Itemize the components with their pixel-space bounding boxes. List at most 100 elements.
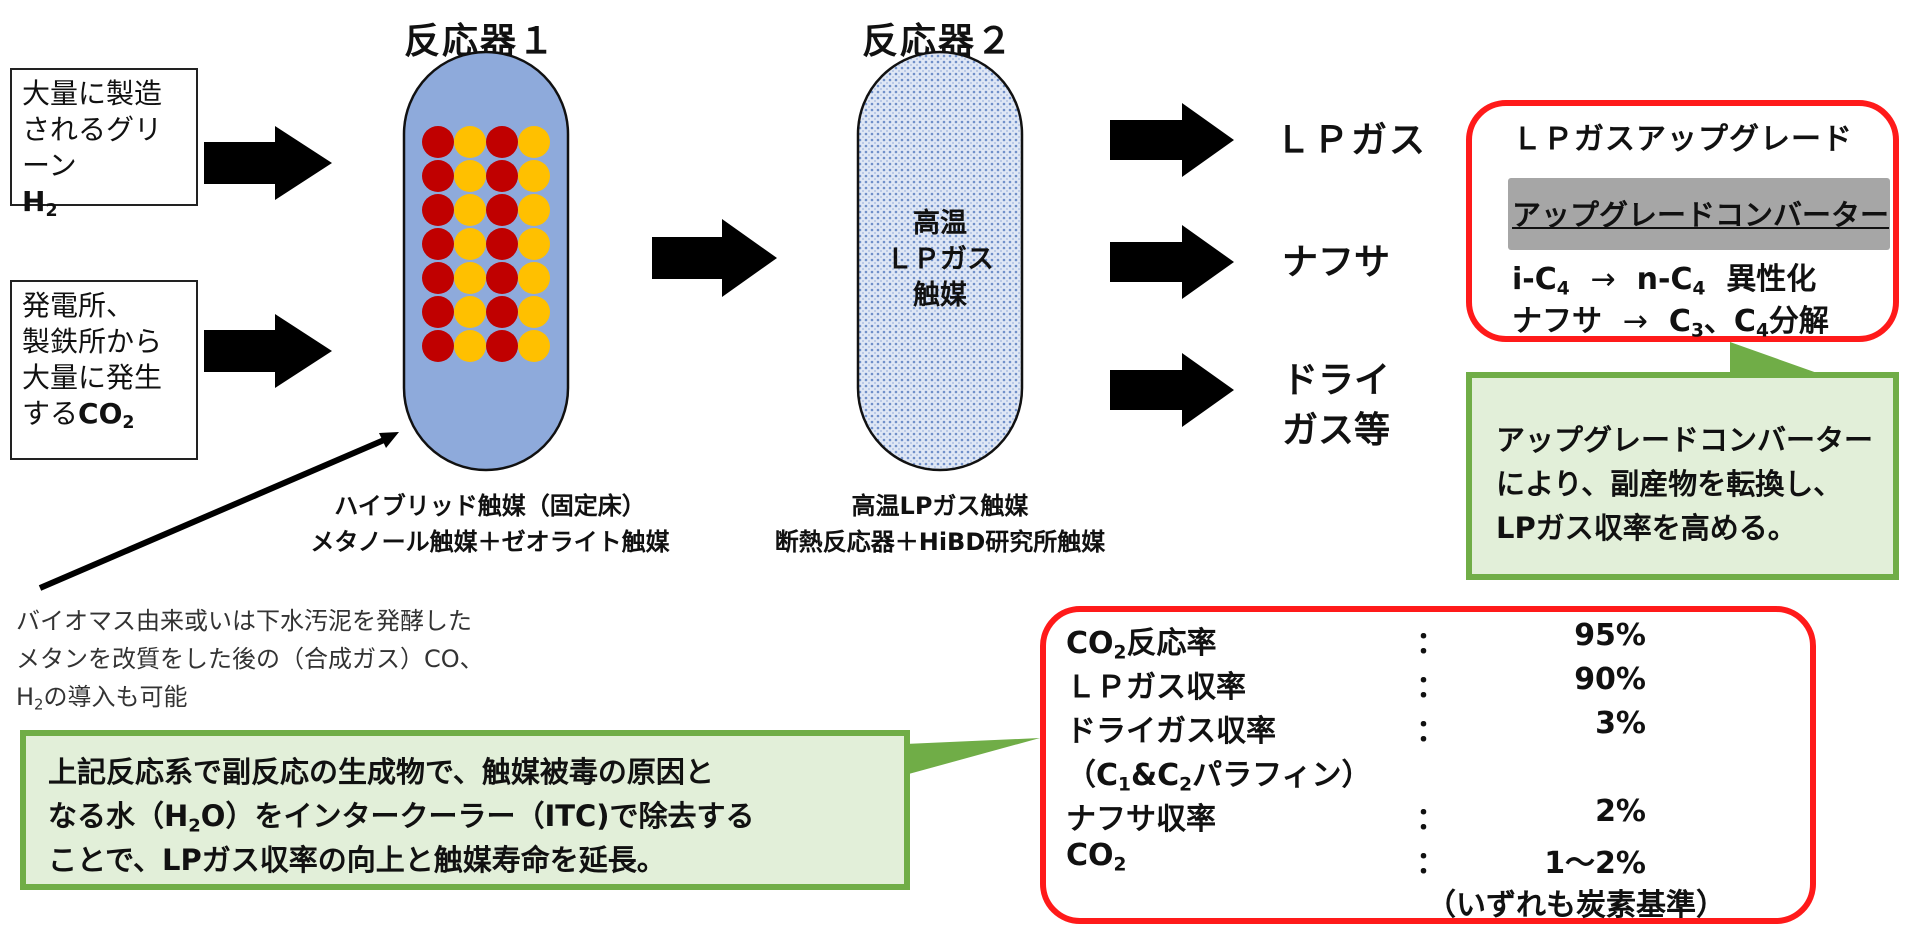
input-co2-line4: するCO2	[22, 397, 135, 434]
biomass-note: バイオマス由来或いは下水汚泥を発酵した メタンを改質をした後の（合成ガス）CO、…	[16, 602, 484, 716]
catalyst-ball	[454, 330, 486, 362]
catalyst-ball	[486, 194, 518, 226]
result-row-co2-conversion: CO2反応率	[1066, 626, 1217, 664]
water-note-line3: ことで、LPガス収率の向上と触媒寿命を延長。	[48, 843, 666, 877]
catalyst-ball	[518, 228, 550, 260]
result-value-naphtha-yield: 2%	[1595, 794, 1646, 829]
reactor1-caption: ハイブリッド触媒（固定床） メタノール触媒＋ゼオライト触媒	[290, 488, 690, 560]
arrow-biomass-line	[38, 437, 386, 591]
catalyst-ball	[518, 262, 550, 294]
biomass-note-line1: バイオマス由来或いは下水汚泥を発酵した	[16, 607, 472, 635]
catalyst-ball	[422, 330, 454, 362]
reactor1-caption-line2: メタノール触媒＋ゼオライト触媒	[310, 528, 670, 556]
arrow-h2-in	[204, 126, 332, 200]
callout-pointer-upgrade	[1730, 342, 1820, 374]
result-colon: ：	[1416, 802, 1446, 837]
input-h2-line2: されるグリーン	[22, 113, 163, 182]
result-value-lpg-yield: 90%	[1574, 662, 1646, 697]
catalyst-ball	[454, 296, 486, 328]
catalyst-ball	[422, 296, 454, 328]
arrow-naphtha	[1110, 225, 1234, 299]
upgrade-note-line2: により、副産物を転換し、	[1496, 467, 1843, 501]
product-naphtha: ナフサ	[1282, 242, 1391, 283]
result-value-co2: 1～2%	[1544, 846, 1646, 881]
result-colon: ：	[1416, 846, 1446, 881]
converter-band	[1508, 178, 1890, 250]
reactor2-caption-line1: 高温LPガス触媒	[851, 492, 1029, 520]
results-basis-note: （いずれも炭素基準）	[1426, 888, 1726, 923]
result-value-co2-conversion: 95%	[1574, 618, 1646, 653]
biomass-note-line2: メタンを改質をした後の（合成ガス）CO、	[16, 645, 484, 673]
water-note-line2: なる水（H2O）をインタークーラー（ITC)で除去する	[48, 799, 755, 837]
product-lpg: ＬＰガス	[1275, 120, 1428, 161]
biomass-note-line3: H2の導入も可能	[16, 683, 188, 714]
catalyst-ball	[486, 160, 518, 192]
catalyst-ball	[518, 160, 550, 192]
reactor2-inner-line2: ＬＰガス	[886, 244, 994, 275]
catalyst-ball	[518, 330, 550, 362]
upgrade-box: ＬＰガスアップグレード アップグレードコンバーター i-C4 → n-C4 異性…	[1466, 100, 1899, 342]
reactor2-inner-label: 高温 ＬＰガス 触媒	[858, 206, 1022, 314]
result-colon: ：	[1416, 714, 1446, 749]
catalyst-ball	[454, 228, 486, 260]
catalyst-ball	[518, 296, 550, 328]
result-row-lpg-yield: ＬＰガス収率	[1066, 670, 1246, 705]
input-co2-line1: 発電所、	[22, 289, 135, 322]
reactor2-caption-line2: 断熱反応器＋HiBD研究所触媒	[774, 528, 1106, 556]
arrow-dry	[1110, 353, 1234, 427]
catalyst-ball	[454, 126, 486, 158]
reactor1-vessel	[402, 50, 570, 472]
reactor2-inner-line1: 高温	[913, 208, 967, 239]
catalyst-ball	[422, 160, 454, 192]
result-colon: ：	[1416, 626, 1446, 661]
result-colon: ：	[1416, 670, 1446, 705]
results-box: CO2反応率 ： 95% ＬＰガス収率 ： 90% ドライガス収率 ： 3% （…	[1040, 606, 1816, 924]
upgrade-note-line1: アップグレードコンバーター	[1496, 423, 1874, 457]
catalyst-ball	[454, 160, 486, 192]
input-h2-line3: H2	[22, 185, 58, 222]
catalyst-ball	[454, 194, 486, 226]
water-note-line1: 上記反応系で副反応の生成物で、触媒被毒の原因と	[48, 755, 714, 789]
result-value-dry-gas-yield: 3%	[1595, 706, 1646, 741]
catalyst-ball	[486, 296, 518, 328]
catalyst-balls	[422, 126, 550, 362]
result-row-dry-gas-yield: ドライガス収率	[1066, 714, 1276, 749]
upgrade-line-cracking: ナフサ → C3、C4分解	[1512, 304, 1829, 342]
arrow-lpg	[1110, 103, 1234, 177]
catalyst-ball	[486, 262, 518, 294]
input-co2-box: 発電所、 製鉄所から 大量に発生 するCO2	[10, 280, 198, 460]
catalyst-ball	[486, 330, 518, 362]
catalyst-ball	[422, 262, 454, 294]
arrow-r1-to-r2	[652, 219, 777, 297]
input-h2-line1: 大量に製造	[22, 77, 163, 110]
catalyst-ball	[454, 262, 486, 294]
result-row-co2: CO2	[1066, 838, 1127, 876]
reactor2-caption: 高温LPガス触媒 断熱反応器＋HiBD研究所触媒	[740, 488, 1140, 560]
upgrade-line-isomerization: i-C4 → n-C4 異性化	[1512, 262, 1817, 300]
catalyst-ball	[422, 228, 454, 260]
arrow-co2-in	[204, 314, 332, 388]
converter-label: アップグレードコンバーター	[1512, 198, 1890, 232]
arrow-biomass-head	[379, 432, 399, 448]
catalyst-ball	[422, 194, 454, 226]
catalyst-ball	[518, 126, 550, 158]
upgrade-note: アップグレードコンバーター により、副産物を転換し、 LPガス収率を高める。	[1466, 372, 1899, 580]
reactor2-vessel	[856, 50, 1024, 472]
input-co2-line2: 製鉄所から	[22, 325, 163, 358]
upgrade-title: ＬＰガスアップグレード	[1512, 122, 1853, 157]
result-row-paraffin-note: （C1&C2パラフィン）	[1066, 758, 1372, 796]
reactor1-caption-line1: ハイブリッド触媒（固定床）	[334, 492, 646, 520]
catalyst-ball	[518, 194, 550, 226]
upgrade-note-line3: LPガス収率を高める。	[1496, 511, 1797, 545]
result-row-naphtha-yield: ナフサ収率	[1066, 802, 1216, 837]
product-dry-line1: ドライ	[1282, 360, 1391, 401]
water-removal-note: 上記反応系で副反応の生成物で、触媒被毒の原因と なる水（H2O）をインタークーラ…	[20, 730, 910, 890]
product-dry-line2: ガス等	[1282, 410, 1391, 451]
input-co2-line3: 大量に発生	[22, 361, 163, 394]
callout-pointer-water	[905, 738, 1040, 775]
reactor2-inner-line3: 触媒	[913, 280, 967, 311]
catalyst-ball	[486, 126, 518, 158]
catalyst-ball	[422, 126, 454, 158]
catalyst-ball	[486, 228, 518, 260]
